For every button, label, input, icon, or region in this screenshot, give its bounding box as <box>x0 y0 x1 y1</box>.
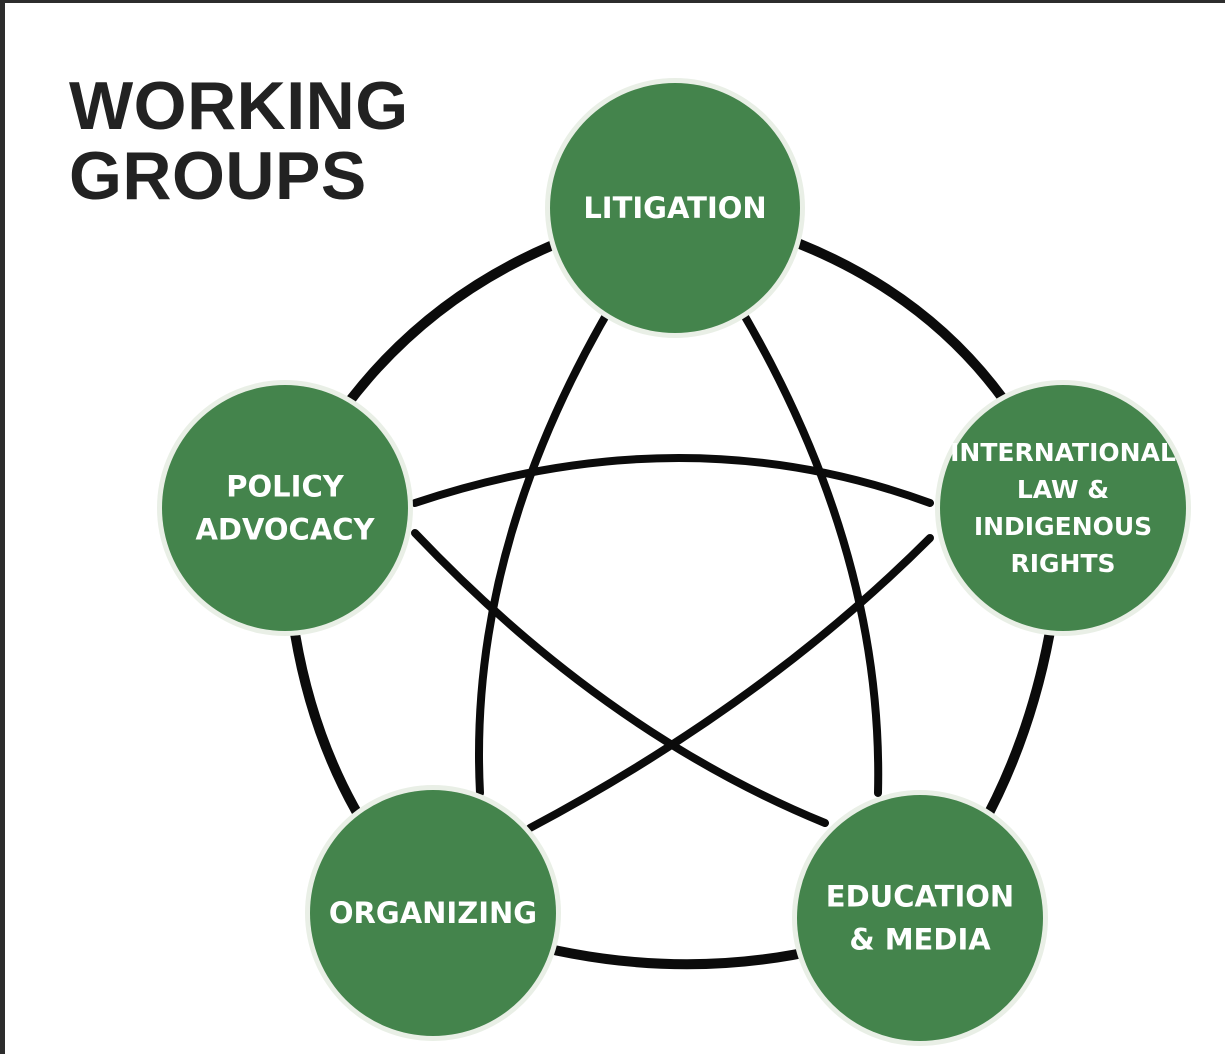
star-line-policy-education <box>411 529 829 827</box>
node-label-international-law-line-3: INDIGENOUS <box>974 512 1152 541</box>
node-label-education-media-line-2: & MEDIA <box>849 923 991 957</box>
star-line-international-organizing <box>526 534 934 832</box>
node-circle-policy-advocacy <box>162 385 408 631</box>
node-label-international-law-line-1: INTERNATIONAL <box>950 438 1176 467</box>
node-label-litigation-line-1: LITIGATION <box>583 191 766 225</box>
node-policy-advocacy: POLICY ADVOCACY <box>157 380 413 636</box>
node-label-international-law-line-4: RIGHTS <box>1010 549 1115 578</box>
node-circle-education-media <box>797 795 1043 1041</box>
node-circle-international-law <box>940 385 1186 631</box>
node-international-law: INTERNATIONAL LAW & INDIGENOUS RIGHTS <box>935 380 1191 636</box>
title-line-1: WORKING <box>69 68 409 144</box>
node-education-media: EDUCATION & MEDIA <box>792 790 1048 1046</box>
node-circle-litigation <box>550 83 800 333</box>
node-label-policy-advocacy-line-2: ADVOCACY <box>195 513 375 547</box>
title-line-2: GROUPS <box>69 138 367 214</box>
node-label-international-law-line-2: LAW & <box>1017 475 1109 504</box>
node-circle-organizing <box>310 790 556 1036</box>
node-organizing: ORGANIZING <box>305 785 561 1041</box>
star-line-policy-international <box>411 454 934 507</box>
node-label-education-media-line-1: EDUCATION <box>826 880 1014 914</box>
node-label-organizing-line-1: ORGANIZING <box>329 896 537 930</box>
node-litigation: LITIGATION <box>545 78 805 338</box>
working-groups-diagram: LITIGATION INTERNATIONAL LAW & INDIGENOUS RI… <box>157 78 1191 1046</box>
node-label-policy-advocacy-line-1: POLICY <box>226 470 344 504</box>
nodes: LITIGATION INTERNATIONAL LAW & INDIGENOUS RI… <box>157 78 1191 1046</box>
page-title: WORKING GROUPS <box>69 71 409 211</box>
